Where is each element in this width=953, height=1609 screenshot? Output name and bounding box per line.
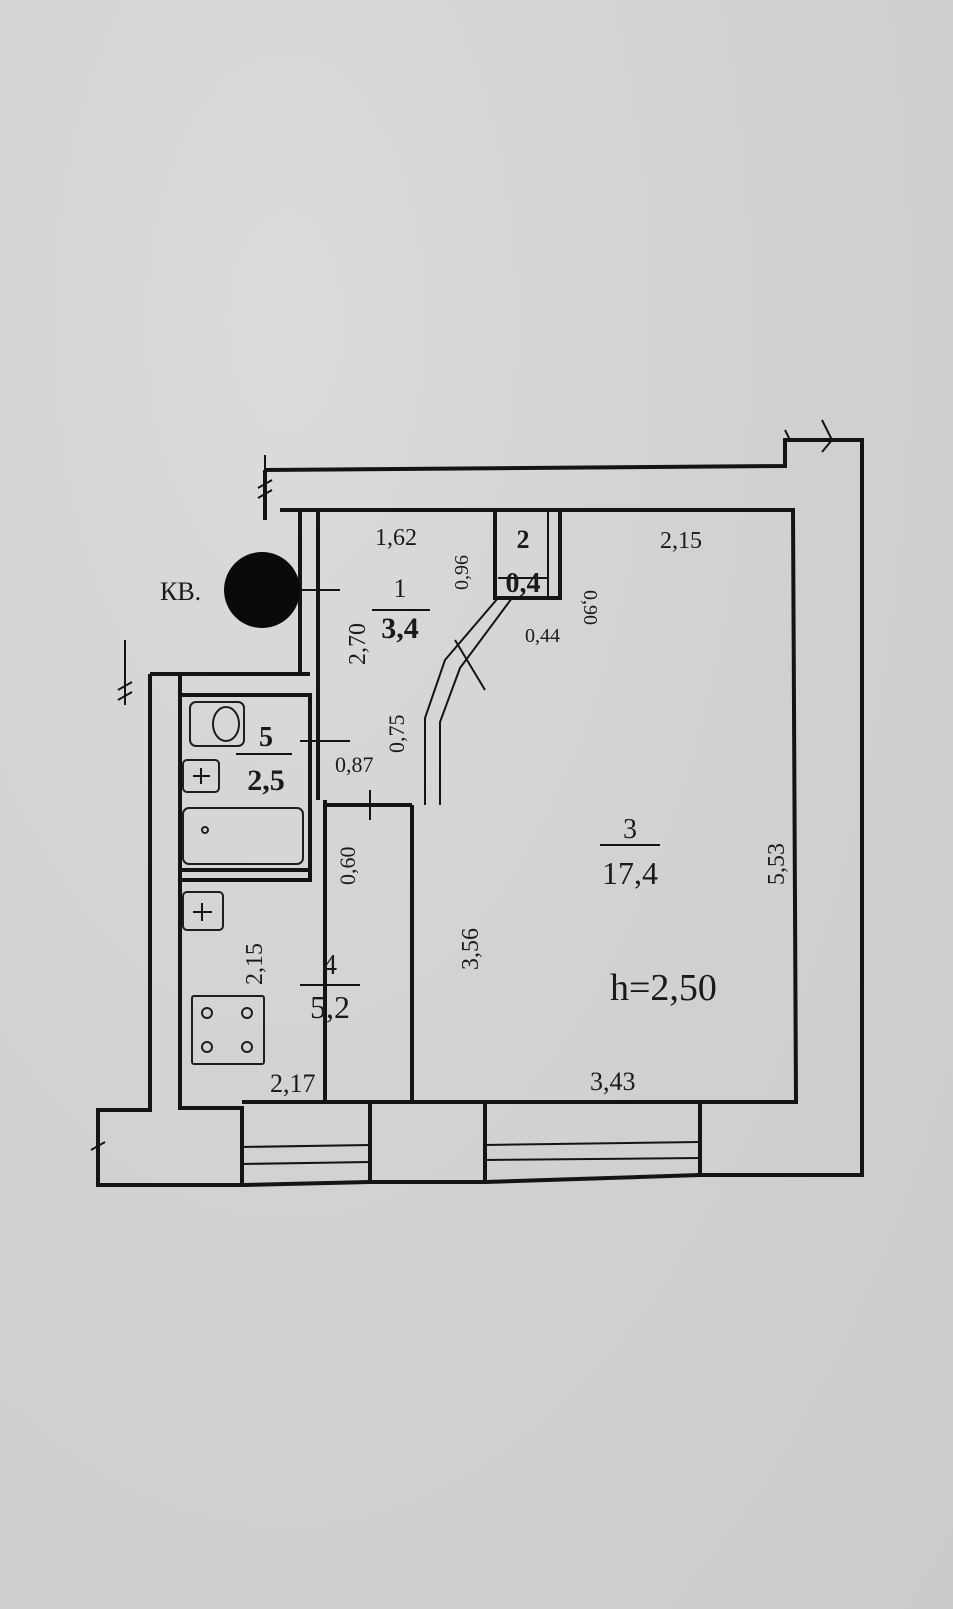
stove: [191, 995, 265, 1065]
apartment-label: КВ.: [160, 577, 201, 606]
area-fraction-bars: [236, 577, 660, 986]
dim-hall-width: 1,62: [375, 525, 417, 551]
room-1-number: 1: [394, 574, 407, 603]
stove-burner: [241, 1007, 253, 1019]
dim-closet-depth: 0,96: [451, 555, 473, 590]
dim-room-side-right: 5,53: [764, 843, 790, 885]
dim-hall-length: 2,70: [345, 623, 371, 665]
sink: [182, 759, 220, 793]
inner-walls: [178, 508, 799, 1185]
room-4-number: 4: [323, 950, 337, 981]
toilet-tank: [189, 701, 245, 747]
kitchen-fixtures: [182, 891, 265, 1065]
dim-closet-door: 0,44: [525, 625, 560, 647]
dim-kitchen-door: 0,60: [335, 847, 360, 886]
dim-room-top: 2,15: [660, 528, 702, 554]
dim-hall-door: 0,75: [384, 715, 409, 754]
dim-room-side-left: 3,56: [458, 928, 484, 970]
bathroom-fixtures: [182, 701, 304, 865]
redaction-blot: [224, 552, 300, 628]
room-5-number: 5: [259, 722, 273, 753]
toilet-bowl: [212, 706, 240, 742]
dim-room-bottom: 3,43: [590, 1067, 636, 1096]
room-2-number: 2: [517, 525, 530, 554]
room-3-area: 17,4: [602, 855, 658, 891]
door-ticks: [300, 589, 486, 820]
room-5-area: 2,5: [247, 764, 285, 797]
kitchen-sink: [182, 891, 224, 931]
room-2-area: 0,4: [506, 568, 541, 599]
room-3-number: 3: [623, 814, 637, 845]
dim-bath-door: 0,87: [335, 752, 374, 777]
dim-kitchen-side: 2,15: [242, 943, 268, 985]
dim-kitchen-bottom: 2,17: [270, 1069, 316, 1098]
stove-burner: [201, 1041, 213, 1053]
outer-walls: [90, 419, 864, 1187]
windows: [241, 1141, 701, 1165]
stove-burner: [241, 1041, 253, 1053]
stove-burner: [201, 1007, 213, 1019]
room-1-area: 3,4: [381, 612, 419, 645]
bathtub: [182, 807, 304, 865]
room-4-area: 5,2: [310, 989, 350, 1025]
bathtub-drain: [201, 826, 209, 834]
dim-closet-right: 0,90: [579, 590, 601, 625]
ceiling-height: h=2,50: [610, 967, 717, 1009]
